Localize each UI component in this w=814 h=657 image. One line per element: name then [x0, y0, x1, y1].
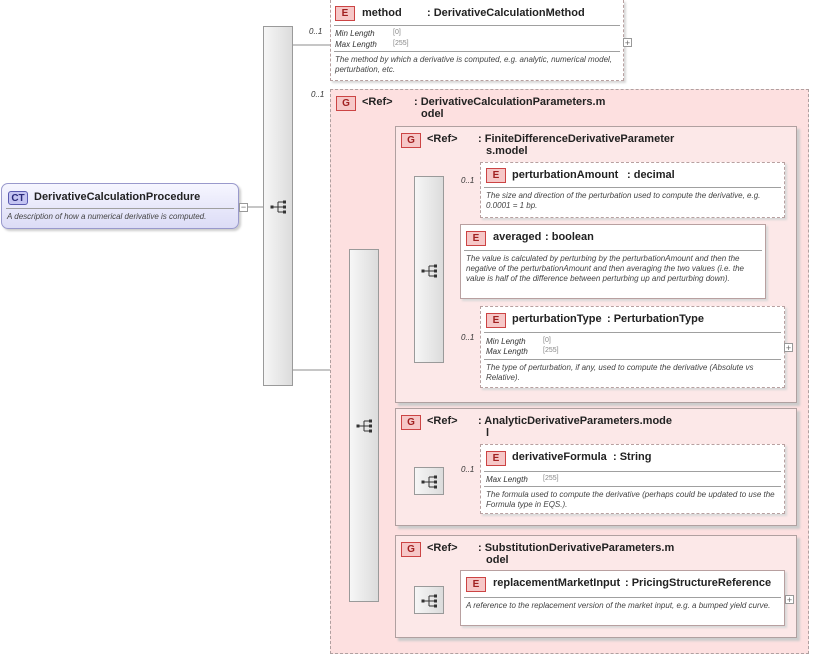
complex-type-name: DerivativeCalculationProcedure	[34, 191, 201, 203]
expand-toggle[interactable]: +	[784, 343, 793, 353]
group-name-cont: odel	[421, 108, 444, 120]
element-tag: E	[486, 313, 506, 328]
complex-type-tag: CT	[8, 191, 28, 205]
cardinality-label: 0..1	[309, 27, 323, 36]
facet-value: [255]	[543, 475, 559, 482]
sequence-icon	[270, 200, 286, 214]
element-description: The value is calculated by perturbing by…	[466, 254, 744, 283]
divider	[484, 332, 781, 333]
element-box-perturbation-type[interactable]: E perturbationType : PerturbationType Mi…	[480, 306, 785, 388]
expand-toggle[interactable]: +	[623, 38, 632, 48]
group-ref: <Ref>	[427, 133, 458, 145]
element-description: The formula used to compute the derivati…	[486, 490, 775, 509]
group-tag: G	[336, 96, 356, 111]
divider	[6, 208, 234, 209]
element-name: derivativeFormula	[512, 451, 607, 463]
element-description: The method by which a derivative is comp…	[335, 55, 613, 74]
divider	[464, 250, 762, 251]
divider	[464, 597, 781, 598]
element-type: : PerturbationType	[607, 313, 704, 325]
sequence-icon	[356, 419, 372, 433]
facet-value: [0]	[393, 29, 401, 36]
group-ref: <Ref>	[427, 415, 458, 427]
element-name: replacementMarketInput	[493, 577, 621, 589]
element-box-derivative-formula[interactable]: E derivativeFormula : String Max Length …	[480, 444, 785, 514]
group-name-cont: odel	[486, 554, 509, 566]
sequence-compositor[interactable]	[263, 26, 293, 386]
element-box-method[interactable]: E method : DerivativeCalculationMethod M…	[330, 0, 624, 81]
cardinality-label: 0..1	[461, 176, 475, 185]
element-name: method	[362, 7, 402, 19]
cardinality-label: 0..1	[311, 90, 325, 99]
element-type: : PricingStructureReference	[625, 577, 772, 589]
divider	[484, 486, 781, 487]
group-name: : DerivativeCalculationParameters.m	[414, 96, 606, 108]
group-name: : AnalyticDerivativeParameters.mode	[478, 415, 673, 427]
collapse-toggle[interactable]: −	[239, 202, 248, 212]
divider	[334, 25, 620, 26]
element-box-averaged[interactable]: E averaged : boolean The value is calcul…	[460, 224, 766, 299]
group-tag: G	[401, 415, 421, 430]
facet-label: Min Length	[335, 29, 375, 38]
facet-label: Min Length	[486, 337, 526, 346]
group-ref: <Ref>	[362, 96, 393, 108]
element-type: : DerivativeCalculationMethod	[427, 7, 585, 19]
element-tag: E	[486, 168, 506, 183]
group-tag: G	[401, 542, 421, 557]
element-type: : decimal	[627, 169, 675, 181]
element-name: averaged	[493, 231, 542, 243]
element-name: perturbationType	[512, 313, 602, 325]
element-type: : boolean	[545, 231, 594, 243]
element-description: The size and direction of the perturbati…	[486, 191, 761, 210]
element-tag: E	[466, 231, 486, 246]
sequence-icon	[421, 594, 437, 608]
divider	[484, 187, 781, 188]
facet-label: Max Length	[486, 475, 528, 484]
facet-value: [255]	[543, 347, 559, 354]
facet-label: Max Length	[335, 40, 377, 49]
sequence-compositor[interactable]	[414, 467, 444, 495]
divider	[484, 359, 781, 360]
divider	[484, 471, 781, 472]
group-name: : FiniteDifferenceDerivativeParameter	[478, 133, 675, 145]
sequence-icon	[421, 264, 437, 278]
complex-type-description: A description of how a numerical derivat…	[7, 212, 207, 221]
element-tag: E	[335, 6, 355, 21]
element-tag: E	[486, 451, 506, 466]
sequence-compositor[interactable]	[414, 586, 444, 614]
group-name: : SubstitutionDerivativeParameters.m	[478, 542, 675, 554]
facet-value: [0]	[543, 337, 551, 344]
element-box-replacement-market-input[interactable]: E replacementMarketInput : PricingStruct…	[460, 570, 785, 626]
cardinality-label: 0..1	[461, 333, 475, 342]
element-tag: E	[466, 577, 486, 592]
group-tag: G	[401, 133, 421, 148]
group-name-cont: l	[486, 427, 490, 439]
group-name-cont: s.model	[486, 145, 528, 157]
expand-toggle[interactable]: +	[785, 595, 794, 605]
sequence-icon	[421, 475, 437, 489]
element-type: : String	[613, 451, 652, 463]
divider	[334, 51, 620, 52]
complex-type-box[interactable]: CT DerivativeCalculationProcedure A desc…	[1, 183, 239, 229]
cardinality-label: 0..1	[461, 465, 475, 474]
sequence-compositor[interactable]	[414, 176, 444, 363]
facet-value: [255]	[393, 40, 409, 47]
element-description: The type of perturbation, if any, used t…	[486, 363, 754, 382]
element-description: A reference to the replacement version o…	[466, 601, 771, 610]
element-box-perturbation-amount[interactable]: E perturbationAmount : decimal The size …	[480, 162, 785, 218]
choice-compositor[interactable]	[349, 249, 379, 602]
element-name: perturbationAmount	[512, 169, 619, 181]
group-ref: <Ref>	[427, 542, 458, 554]
facet-label: Max Length	[486, 347, 528, 356]
